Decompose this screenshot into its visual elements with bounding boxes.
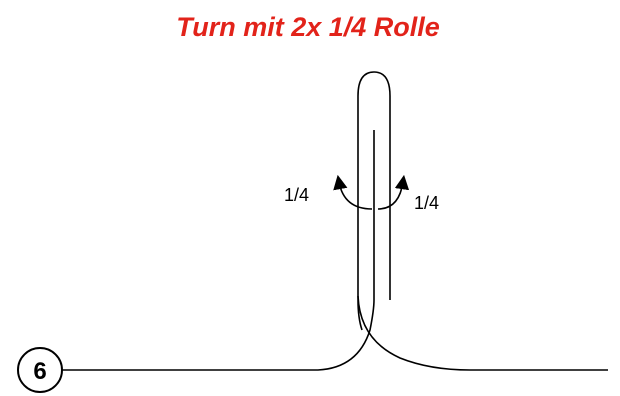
right-roll-arrow-icon [377, 174, 410, 210]
roll-symbols [333, 174, 410, 210]
figure-title: Turn mit 2x 1/4 Rolle [176, 12, 440, 42]
figure-number-badge: 6 [17, 347, 63, 393]
right-roll-label: 1/4 [414, 193, 439, 213]
exit-line [357, 295, 608, 371]
figure-number: 6 [33, 358, 46, 385]
entry-line [62, 130, 375, 371]
left-roll-label: 1/4 [284, 185, 309, 205]
turn-tip [357, 71, 391, 130]
flight-path [62, 71, 608, 371]
left-roll-arrow-icon [333, 174, 373, 210]
